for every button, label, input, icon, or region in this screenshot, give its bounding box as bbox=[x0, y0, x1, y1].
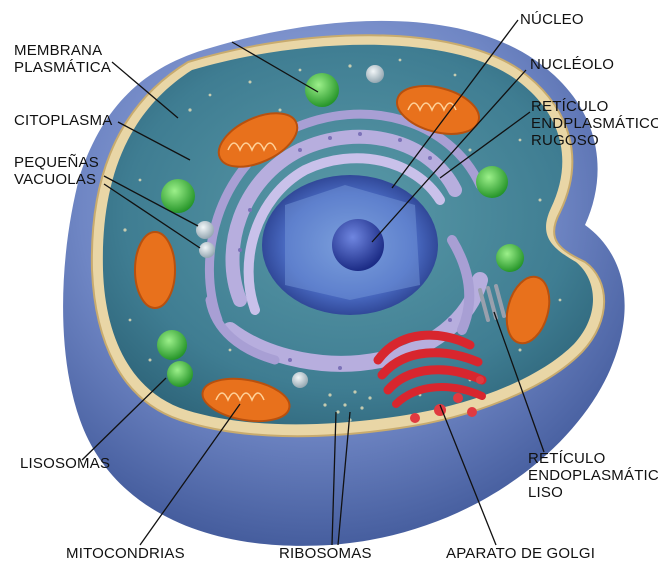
label-vacuolas: PEQUEÑAS VACUOLAS bbox=[14, 154, 99, 188]
label-lisosomas-text: LISOSOMAS bbox=[20, 455, 110, 472]
label-vacuolas-line1: PEQUEÑAS bbox=[14, 154, 99, 171]
lysosome bbox=[496, 244, 524, 272]
lysosome bbox=[476, 166, 508, 198]
vacuole bbox=[199, 242, 215, 258]
label-vacuolas-line2: VACUOLAS bbox=[14, 171, 99, 188]
lysosome bbox=[305, 73, 339, 107]
label-citoplasma: CITOPLASMA bbox=[14, 112, 112, 129]
label-rel-line1: RETÍCULO bbox=[528, 450, 658, 467]
label-rer: RETÍCULO ENDPLASMÁTICO RUGOSO bbox=[531, 98, 658, 149]
label-nucleolo-text: NUCLÉOLO bbox=[530, 56, 614, 73]
label-nucleo-text: NÚCLEO bbox=[520, 11, 584, 28]
label-golgi: APARATO DE GOLGI bbox=[446, 545, 595, 562]
label-nucleolo: NUCLÉOLO bbox=[530, 56, 614, 73]
mitochondrion bbox=[135, 232, 175, 308]
label-citoplasma-text: CITOPLASMA bbox=[14, 112, 112, 129]
label-rel: RETÍCULO ENDOPLASMÁTICO LISO bbox=[528, 450, 658, 501]
label-nucleo: NÚCLEO bbox=[520, 11, 584, 28]
label-rer-line3: RUGOSO bbox=[531, 132, 658, 149]
label-membrana-line1: MEMBRANA bbox=[14, 42, 111, 59]
label-membrana-line2: PLASMÁTICA bbox=[14, 59, 111, 76]
label-rer-line2: ENDPLASMÁTICO bbox=[531, 115, 658, 132]
label-rel-line3: LISO bbox=[528, 484, 658, 501]
label-rel-line2: ENDOPLASMÁTICO bbox=[528, 467, 658, 484]
vacuole bbox=[292, 372, 308, 388]
label-golgi-text: APARATO DE GOLGI bbox=[446, 545, 595, 562]
label-ribosomas-text: RIBOSOMAS bbox=[279, 545, 372, 562]
label-mitocondrias: MITOCONDRIAS bbox=[66, 545, 185, 562]
lysosome bbox=[157, 330, 187, 360]
label-mitocondrias-text: MITOCONDRIAS bbox=[66, 545, 185, 562]
vacuole bbox=[196, 221, 214, 239]
label-rer-line1: RETÍCULO bbox=[531, 98, 658, 115]
lysosome bbox=[161, 179, 195, 213]
lysosome bbox=[167, 361, 193, 387]
label-membrana: MEMBRANA PLASMÁTICA bbox=[14, 42, 111, 76]
nucleolus bbox=[332, 219, 384, 271]
vacuole bbox=[366, 65, 384, 83]
label-lisosomas: LISOSOMAS bbox=[20, 455, 110, 472]
label-ribosomas: RIBOSOMAS bbox=[279, 545, 372, 562]
